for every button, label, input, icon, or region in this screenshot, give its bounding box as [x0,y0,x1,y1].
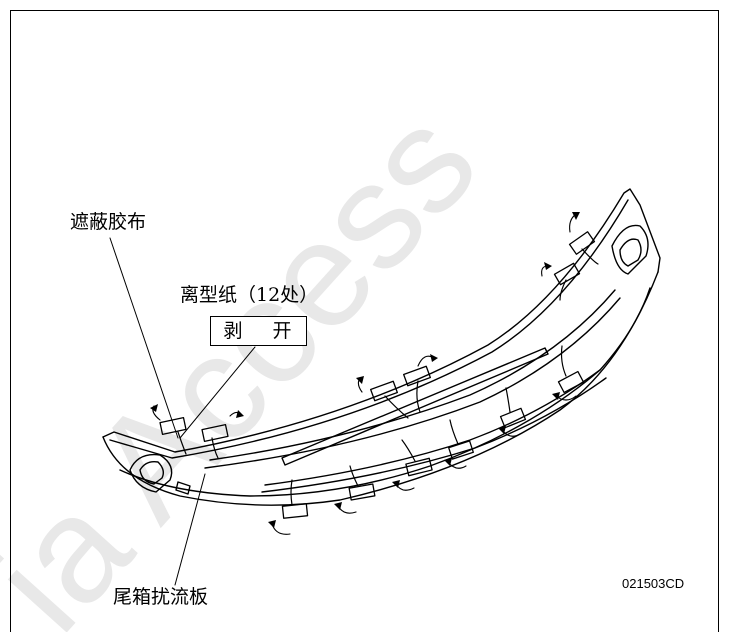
figure-frame [10,10,719,632]
right-end-pocket [611,224,649,275]
release-paper-tab [159,416,187,436]
release-paper-label: 离型纸（12处） [180,284,319,306]
release-paper-tab [348,483,376,501]
leader-spoiler [174,473,206,586]
leader-peel [179,346,256,439]
release-paper-tab [557,370,585,394]
release-paper-tabs [159,231,596,519]
figure-code: 021503CD [622,576,685,591]
tab-strips [177,248,599,506]
left-end-pocket-inner [139,460,165,485]
leader-masking-tape [109,237,179,439]
masking-tape-label: 遮蔽胶布 [70,211,147,233]
release-paper-tab [201,423,229,443]
spoiler-channel-top [209,289,616,461]
left-end-pocket [129,453,173,493]
spoiler-lower-lip [119,287,651,497]
spoiler-groove-2 [261,377,607,493]
spoiler-body [102,188,661,506]
release-paper-tab [568,231,596,255]
right-end-pocket-inner [619,238,642,267]
left-end-tab [175,481,191,495]
release-paper-tab [403,365,431,387]
spoiler-outer-rim [102,188,661,453]
release-paper-tab [553,262,581,286]
peel-arrow-icon [271,523,291,535]
release-paper-tab [281,503,309,519]
peel-label-box: 剥 开 [210,316,307,346]
release-paper-tab [405,457,433,477]
release-paper-tab [499,407,527,429]
peel-arrowheads [150,212,580,528]
release-paper-tab [448,440,474,460]
leader-lines [109,237,256,586]
trunk-spoiler-label: 尾箱扰流板 [113,586,209,608]
spoiler-groove [264,369,601,486]
tape-strip-long [281,347,549,466]
spoiler-bottom-edge [102,271,659,506]
spoiler-inner-rim [109,199,629,459]
